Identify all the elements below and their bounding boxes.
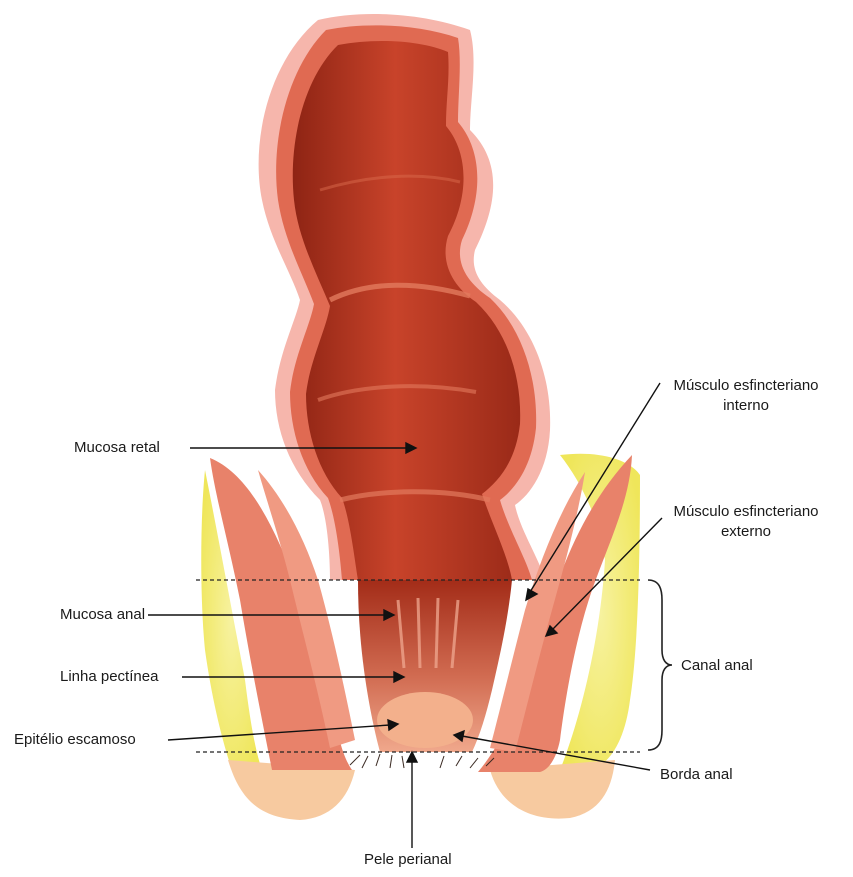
label-musculo-externo-line1: Músculo esfincteriano: [661, 502, 831, 522]
label-pele-perianal: Pele perianal: [364, 850, 452, 870]
label-linha-pectinea: Linha pectínea: [60, 667, 158, 687]
label-musculo-externo: Músculo esfincteriano externo: [661, 502, 831, 542]
perianal-hairs: [350, 754, 494, 768]
canal-anal-brace: [648, 580, 672, 750]
label-musculo-interno: Músculo esfincteriano interno: [661, 376, 831, 416]
label-musculo-externo-line2: externo: [661, 522, 831, 542]
label-musculo-interno-line2: interno: [661, 396, 831, 416]
label-mucosa-anal: Mucosa anal: [60, 605, 145, 625]
label-mucosa-retal: Mucosa retal: [74, 438, 160, 458]
label-musculo-interno-line1: Músculo esfincteriano: [661, 376, 831, 396]
label-epitelio-escamoso: Epitélio escamoso: [14, 730, 136, 750]
label-canal-anal: Canal anal: [681, 656, 753, 676]
anal-verge-skin: [377, 692, 473, 748]
label-borda-anal: Borda anal: [660, 765, 733, 785]
